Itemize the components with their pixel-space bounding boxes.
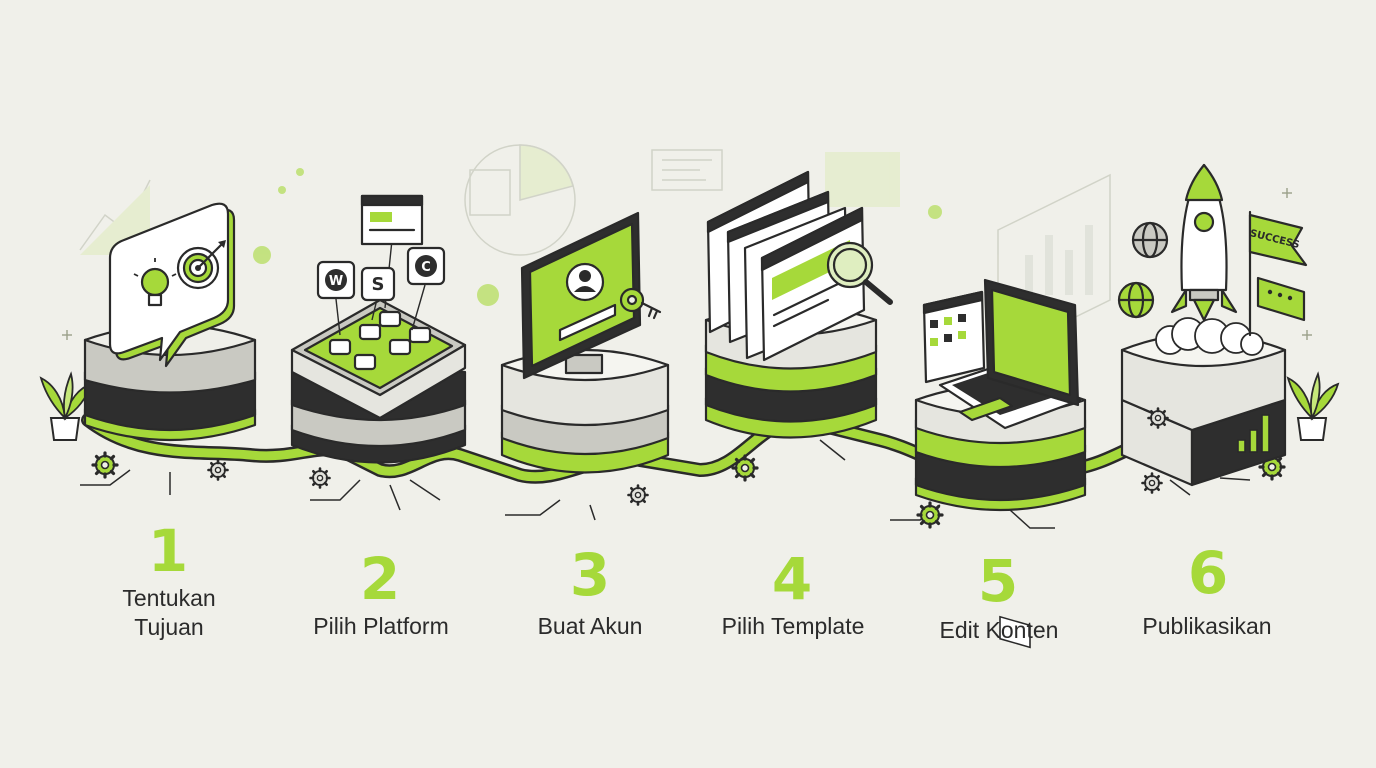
laptop-icon	[938, 278, 1082, 649]
step-3-label: Buat Akun	[537, 613, 643, 639]
target-icon	[176, 240, 226, 290]
magnifier-icon	[826, 241, 893, 305]
step-1-platform	[83, 202, 257, 442]
step-2-platform: W S C	[290, 194, 467, 464]
step-3-platform	[500, 211, 670, 474]
key-icon	[619, 287, 662, 320]
sidebar-panel-icon	[922, 290, 986, 384]
step-1-label: Tentukan Tujuan	[122, 585, 216, 640]
lightbulb-icon	[133, 258, 177, 307]
step-3-number: 3	[569, 541, 611, 609]
squarespace-logo: S	[372, 274, 385, 295]
step-2-number: 2	[359, 545, 401, 613]
step-2-label: Pilih Platform	[313, 613, 449, 639]
step-1-number: 1	[147, 517, 189, 585]
monitor-icon	[520, 211, 642, 380]
step-6-platform: SUCCESS	[1117, 163, 1308, 487]
browser-window-icon	[360, 194, 424, 246]
step-4-label: Pilih Template	[721, 613, 865, 639]
step-5-label: Edit Konten	[939, 617, 1059, 643]
step-5-number: 5	[977, 547, 1019, 615]
rocket-icon	[1170, 163, 1238, 322]
wordpress-logo: W	[329, 274, 343, 289]
step-4-platform	[704, 170, 893, 439]
globe-green-icon	[1117, 281, 1155, 319]
step-6-label: Publikasikan	[1142, 613, 1272, 639]
platform-logo-c: C	[406, 246, 446, 286]
platform-logo-s: S	[360, 266, 396, 302]
success-flag: SUCCESS	[1249, 210, 1308, 337]
step-5-platform	[914, 278, 1087, 649]
globe-icon	[1131, 221, 1169, 259]
template-pages-icon	[706, 170, 866, 362]
platform-logo-w: W	[316, 260, 356, 300]
step-6-number: 6	[1187, 539, 1229, 607]
c-logo: C	[421, 260, 431, 275]
step-4-number: 4	[771, 545, 813, 613]
